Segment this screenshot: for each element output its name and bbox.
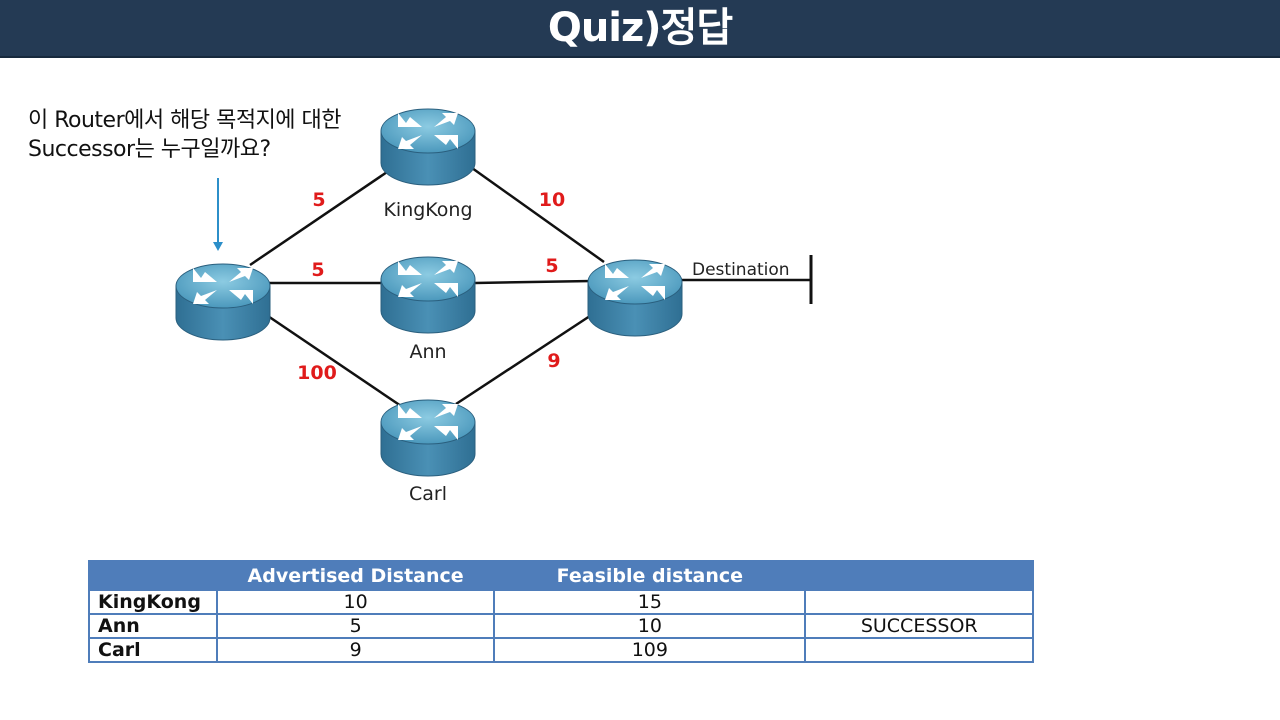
destination-label: Destination bbox=[692, 260, 790, 280]
header-cell-note bbox=[804, 560, 1034, 591]
question-line-1: 이 Router에서 해당 목적지에 대한 bbox=[28, 108, 342, 133]
link-carl-dst bbox=[455, 310, 597, 406]
row-note bbox=[804, 589, 1034, 615]
row-note bbox=[804, 637, 1034, 663]
cost-src-carl: 100 bbox=[297, 362, 337, 384]
page-title: Quiz)정답 bbox=[547, 5, 733, 51]
header-cell-feasible-distance: Feasible distance bbox=[493, 560, 807, 591]
row-note: SUCCESSOR bbox=[804, 613, 1034, 639]
row-advertised-distance: 10 bbox=[215, 589, 496, 615]
cost-src-kingkong: 5 bbox=[312, 189, 325, 211]
link-kingkong-dst bbox=[471, 166, 605, 264]
distance-table: Advertised Distance Feasible distance Ki… bbox=[88, 560, 1034, 663]
table-header-row: Advertised Distance Feasible distance bbox=[88, 560, 1034, 591]
row-advertised-distance: 5 bbox=[215, 613, 496, 639]
row-feasible-distance: 15 bbox=[493, 589, 807, 615]
router-label-kingkong: KingKong bbox=[383, 199, 472, 221]
pointer-arrow-head bbox=[213, 242, 223, 251]
row-router-name: KingKong bbox=[88, 589, 218, 615]
title-bar: Quiz)정답 bbox=[0, 0, 1280, 58]
table-row: Ann 5 10 SUCCESSOR bbox=[88, 613, 1034, 639]
router-label-ann: Ann bbox=[409, 341, 446, 363]
source-router-icon bbox=[175, 263, 271, 341]
carl-router-icon bbox=[380, 399, 476, 477]
question-line-2: Successor는 누구일까요? bbox=[28, 137, 271, 162]
link-ann-dst bbox=[474, 279, 593, 285]
row-router-name: Carl bbox=[88, 637, 218, 663]
row-router-name: Ann bbox=[88, 613, 218, 639]
cost-src-ann: 5 bbox=[311, 259, 324, 281]
cost-kingkong-dst: 10 bbox=[539, 189, 565, 211]
table-row: KingKong 10 15 bbox=[88, 589, 1034, 615]
row-advertised-distance: 9 bbox=[215, 637, 496, 663]
header-cell-router bbox=[88, 560, 218, 591]
row-feasible-distance: 10 bbox=[493, 613, 807, 639]
network-diagram: KingKong Ann Carl Destination 5 5 100 10… bbox=[175, 108, 813, 505]
ann-router-icon bbox=[380, 256, 476, 334]
kingkong-router-icon bbox=[380, 108, 476, 186]
cost-carl-dst: 9 bbox=[547, 350, 560, 372]
question-text: 이 Router에서 해당 목적지에 대한 Successor는 누구일까요? bbox=[28, 106, 428, 164]
link-src-kingkong bbox=[249, 168, 391, 267]
row-feasible-distance: 109 bbox=[493, 637, 807, 663]
header-cell-advertised-distance: Advertised Distance bbox=[215, 560, 496, 591]
link-src-carl bbox=[261, 310, 405, 410]
router-label-carl: Carl bbox=[409, 483, 447, 505]
cost-ann-dst: 5 bbox=[545, 255, 558, 277]
table-row: Carl 9 109 bbox=[88, 637, 1034, 663]
destination-router-icon bbox=[587, 259, 683, 337]
